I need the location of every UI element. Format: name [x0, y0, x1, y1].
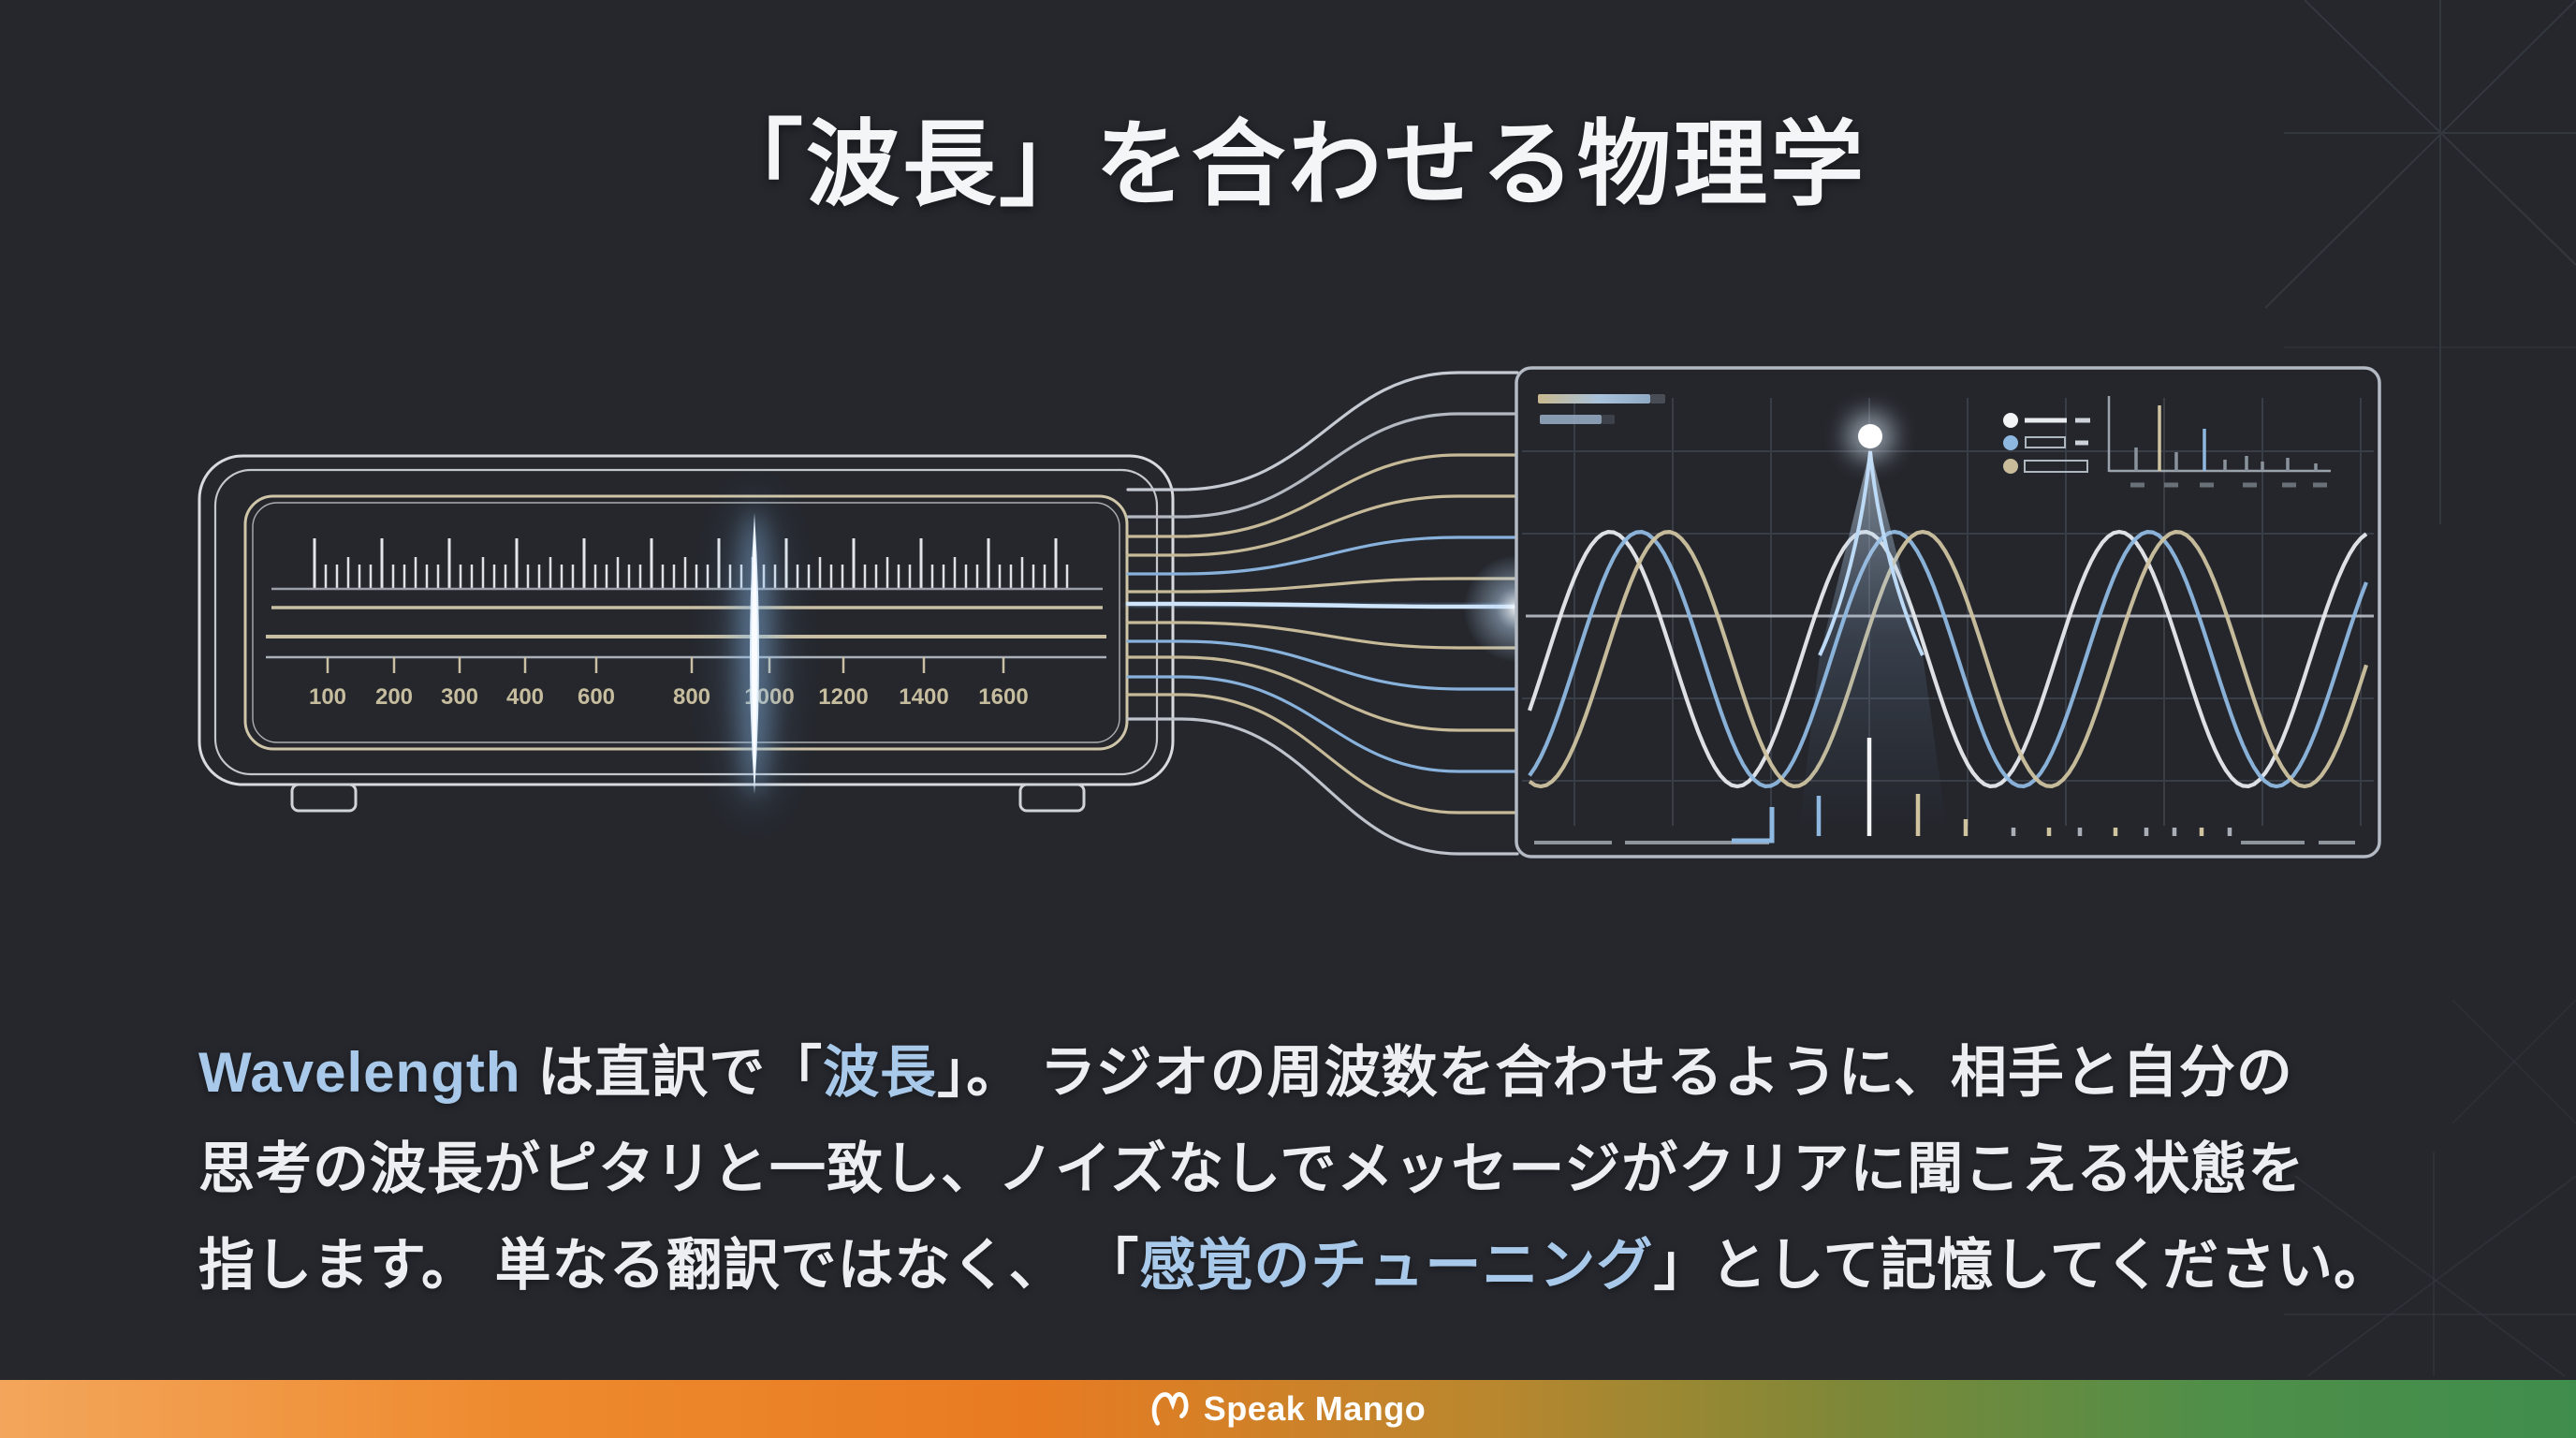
dial-number: 400: [506, 684, 544, 710]
dial-scale-numbers: 100 200 300 400 600 800 1000 1200 1400 1…: [309, 684, 1029, 710]
blue-step-marker: [1732, 807, 1775, 844]
caption-line-3: 指します。 単なる翻訳ではなく、 「感覚のチューニング」として記憶してください。: [198, 1217, 2464, 1313]
brand-name: Speak Mango: [1203, 1389, 1427, 1428]
sine-wave: [1528, 529, 2368, 789]
caption-text: 思考の波長がピタリと一致し、ノイズなしでメッセージがクリアに聞こえる状態を: [198, 1137, 2305, 1200]
caption-line-1: Wavelength は直訳で「波長」。 ラジオの周波数を合わせるように、相手と…: [198, 1024, 2464, 1121]
cable-line: [1126, 675, 1519, 773]
cable-line: [1126, 577, 1519, 594]
cable-line: [1126, 453, 1519, 538]
cable-line: [1126, 621, 1519, 650]
mango-m-logo-icon: [1151, 1392, 1189, 1426]
dial-number: 1600: [978, 684, 1028, 710]
sine-wave: [1528, 529, 2368, 789]
caption-keyword-tuning: 感覚のチューニング: [1139, 1234, 1654, 1297]
legend-dot-blue: [2003, 435, 2018, 450]
cable-line: [1126, 639, 1519, 691]
legend-dot-tan: [2003, 459, 2018, 474]
scope-status-bars: [1538, 394, 1665, 424]
caption-text: 」。 ラジオの周波数を合わせるように、相手と自分の: [937, 1041, 2293, 1104]
cable-line: [1125, 601, 1520, 609]
dial-number: 1400: [899, 684, 948, 710]
caption-keyword-hachou: 波長: [823, 1041, 938, 1104]
caption-line-2: 思考の波長がピタリと一致し、ノイズなしでメッセージがクリアに聞こえる状態を: [198, 1121, 2464, 1217]
footer-brand-bar: Speak Mango: [0, 1380, 2576, 1438]
radio-dial-panel-inner: [252, 502, 1120, 743]
oscilloscope-panel: [1515, 366, 2381, 858]
cable-line: [1126, 693, 1519, 814]
scope-frame: [1515, 366, 2381, 858]
radio-tuner: 100 200 300 400 600 800 1000 1200 1400 1…: [198, 454, 1175, 813]
caption-text: は直訳で「: [520, 1041, 824, 1104]
cable-line: [1126, 494, 1519, 557]
legend-dot-white: [2003, 413, 2018, 428]
scope-legend: [2003, 413, 2090, 474]
dial-lines: [266, 587, 1106, 659]
tuning-needle: [723, 494, 786, 813]
cable-line: [1126, 412, 1519, 519]
scope-waves: [1528, 529, 2368, 789]
cable-line: [1126, 371, 1519, 492]
sine-wave: [1528, 529, 2368, 789]
caption-paragraph: Wavelength は直訳で「波長」。 ラジオの周波数を合わせるように、相手と…: [198, 1024, 2464, 1313]
caption-keyword-wavelength: Wavelength: [198, 1041, 521, 1104]
caption-text: 指します。 単なる翻訳ではなく、 「: [198, 1234, 1140, 1297]
cable-line: [1126, 536, 1519, 576]
cable-line: [1126, 717, 1519, 856]
dial-number: 600: [578, 684, 615, 710]
dial-number: 200: [375, 684, 413, 710]
cable-line: [1126, 655, 1519, 732]
signal-cables: [1125, 371, 1520, 856]
radio-foot-left: [290, 783, 358, 813]
caption-text: 」として記憶してください。: [1653, 1234, 2391, 1297]
radio-dial-panel: [243, 494, 1129, 751]
radio-foot-right: [1018, 783, 1086, 813]
dial-number: 1200: [818, 684, 868, 710]
dial-number: 800: [673, 684, 710, 710]
scope-bottom-spectrum: [1534, 738, 2355, 844]
dial-number: 300: [441, 684, 478, 710]
dial-number: 100: [309, 684, 346, 710]
radio-inner-shell: [213, 468, 1159, 776]
scope-mini-bar-chart: [2107, 396, 2331, 488]
dial-scale-ticks: [326, 657, 1005, 673]
resonance-peak: [1799, 412, 1947, 829]
dial-fine-ticks: [311, 538, 1071, 589]
page-title: 「波長」を合わせる物理学: [710, 112, 1866, 217]
peak-dot: [1858, 424, 1882, 448]
radio-outer-shell: [198, 454, 1175, 786]
background-geometric-pattern: [2264, 0, 2576, 1377]
